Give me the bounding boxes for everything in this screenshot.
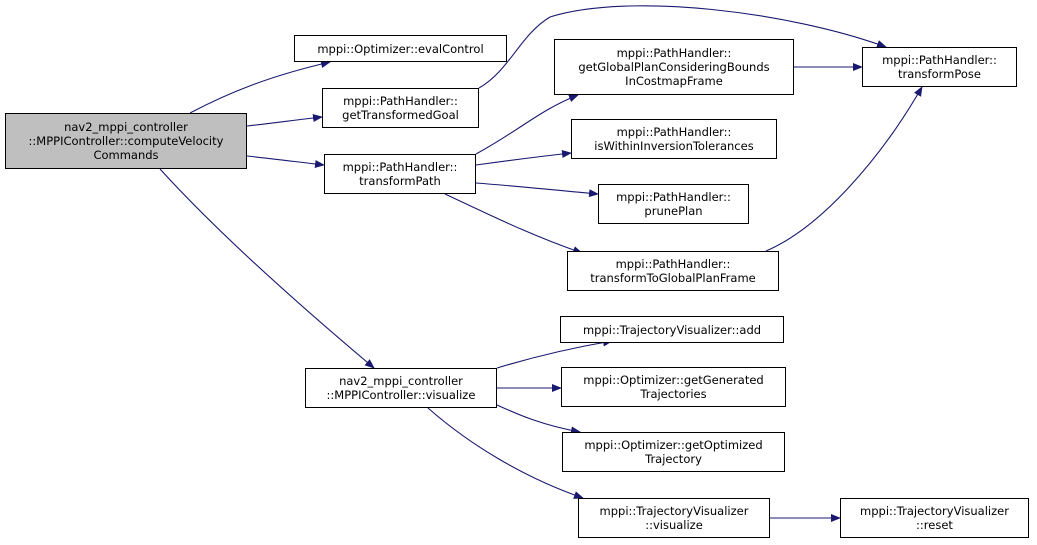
node-label-line: InCostmapFrame: [625, 74, 723, 88]
edge-compute-velocity-commands-to-get-transformed-goal: [246, 114, 323, 127]
node-label-line: ::reset: [916, 518, 953, 532]
edge-transform-path-to-prune-plan: [475, 182, 599, 198]
edge-get-transformed-goal-to-transform-pose: [478, 5, 887, 89]
node-transform-path[interactable]: mppi::PathHandler::transformPath: [324, 154, 476, 194]
node-label-line: isWithinInversionTolerances: [594, 139, 754, 153]
node-is-within-inversion-tolerances[interactable]: mppi::PathHandler::isWithinInversionTole…: [571, 119, 777, 159]
node-label-line: ::visualize: [645, 518, 703, 532]
node-label-line: mppi::TrajectoryVisualizer: [599, 504, 749, 518]
node-label-line: ::MPPIController::visualize: [326, 388, 476, 402]
node-label-line: mppi::Optimizer::evalControl: [317, 41, 484, 56]
node-label-line: nav2_mppi_controller: [64, 120, 188, 134]
node-trajectory-visualizer-visualize[interactable]: mppi::TrajectoryVisualizer::visualize: [578, 498, 770, 538]
node-mppi-controller-visualize[interactable]: nav2_mppi_controller::MPPIController::vi…: [305, 368, 497, 408]
node-get-transformed-goal[interactable]: mppi::PathHandler::getTransformedGoal: [322, 88, 479, 128]
node-label-line: getGlobalPlanConsideringBounds: [578, 60, 770, 74]
node-trajectory-visualizer-reset[interactable]: mppi::TrajectoryVisualizer::reset: [840, 498, 1029, 538]
node-label-line: mppi::PathHandler::: [342, 160, 458, 174]
edge-transform-path-to-get-global-plan-bounds: [475, 94, 579, 155]
node-transform-pose[interactable]: mppi::PathHandler::transformPose: [862, 47, 1017, 87]
node-label-line: Trajectory: [645, 452, 702, 466]
node-trajectory-visualizer-add[interactable]: mppi::TrajectoryVisualizer::add: [560, 316, 784, 343]
edge-visualize-controller-to-tv-visualize: [427, 407, 584, 499]
node-label-line: mppi::TrajectoryVisualizer::add: [582, 322, 762, 337]
node-get-global-plan-considering-bounds[interactable]: mppi::PathHandler::getGlobalPlanConsider…: [554, 39, 794, 95]
node-label-line: mppi::PathHandler::: [616, 190, 731, 204]
edge-visualize-controller-to-get-optimized: [496, 404, 581, 435]
node-label-line: mppi::PathHandler::: [882, 53, 997, 67]
node-label-line: mppi::Optimizer::getOptimized: [584, 438, 763, 452]
node-label-line: nav2_mppi_controller: [339, 374, 463, 388]
node-label-line: mppi::TrajectoryVisualizer: [860, 504, 1009, 518]
node-label-line: mppi::PathHandler::: [343, 94, 458, 108]
node-label-line: ::MPPIController::computeVelocity: [28, 134, 224, 148]
node-label-line: mppi::Optimizer::getGenerated: [583, 373, 764, 387]
node-label-line: transformPose: [897, 67, 981, 81]
edge-visualize-controller-to-tv-add: [496, 338, 613, 369]
edge-transform-path-to-is-within-inversion: [475, 150, 572, 166]
node-label-line: Trajectories: [640, 387, 707, 401]
edge-compute-velocity-commands-to-eval-control: [189, 60, 331, 114]
node-label-line: transformToGlobalPlanFrame: [590, 271, 756, 285]
node-label-line: getTransformedGoal: [342, 108, 459, 122]
edge-compute-velocity-commands-to-transform-path: [246, 155, 325, 168]
node-label-line: transformPath: [359, 174, 441, 188]
node-transform-to-global-plan-frame[interactable]: mppi::PathHandler::transformToGlobalPlan…: [567, 251, 779, 291]
edge-transform-to-global-to-transform-pose: [765, 86, 923, 252]
node-compute-velocity-commands: nav2_mppi_controller::MPPIController::co…: [5, 113, 247, 169]
node-prune-plan[interactable]: mppi::PathHandler::prunePlan: [598, 184, 749, 224]
node-eval-control[interactable]: mppi::Optimizer::evalControl: [294, 35, 507, 62]
node-label-line: prunePlan: [644, 204, 703, 218]
node-label-line: mppi::PathHandler::: [616, 125, 732, 139]
edge-compute-velocity-commands-to-visualize-controller: [159, 168, 375, 369]
node-label-line: mppi::PathHandler::: [615, 257, 731, 271]
node-label-line: mppi::PathHandler::: [616, 46, 732, 60]
edge-transform-path-to-transform-to-global: [444, 193, 583, 254]
node-label-line: Commands: [93, 148, 159, 162]
